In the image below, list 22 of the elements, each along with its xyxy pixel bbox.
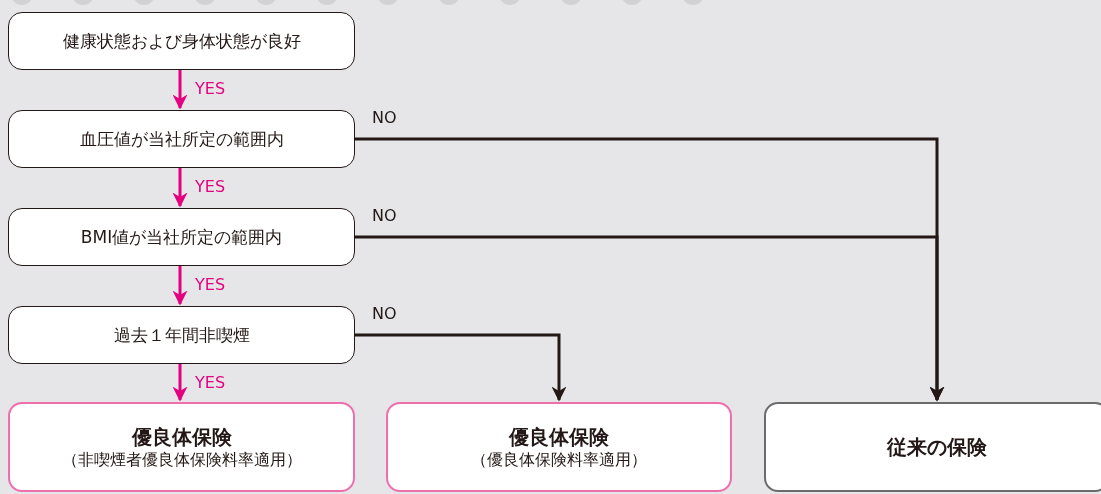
arrow bbox=[355, 235, 945, 402]
result-box bbox=[386, 402, 732, 492]
condition-box bbox=[8, 208, 355, 266]
node-label: 健康状態および身体状態が良好 bbox=[62, 29, 301, 53]
arrow bbox=[355, 333, 567, 402]
result-box bbox=[8, 402, 355, 492]
condition-box bbox=[8, 110, 355, 168]
condition-box bbox=[8, 306, 355, 364]
arrow bbox=[172, 168, 188, 208]
result-box bbox=[764, 402, 1101, 492]
arrow bbox=[172, 266, 188, 306]
node-label: 従来の保険 bbox=[886, 434, 987, 460]
node-label: BMI値が当社所定の範囲内 bbox=[80, 225, 283, 249]
arrow bbox=[172, 70, 188, 110]
condition-box bbox=[8, 12, 355, 70]
arrow bbox=[172, 364, 188, 402]
node-label: 優良体保険 bbox=[131, 423, 232, 450]
node-label: 過去１年間非喫煙 bbox=[113, 323, 250, 347]
node-sublabel: （優良体保険料率適用） bbox=[471, 449, 647, 471]
node-label: 優良体保険 bbox=[509, 423, 609, 450]
node-sublabel: （非喫煙者優良体保険料率適用） bbox=[61, 449, 302, 471]
node-label: 血圧値が当社所定の範囲内 bbox=[79, 127, 284, 151]
